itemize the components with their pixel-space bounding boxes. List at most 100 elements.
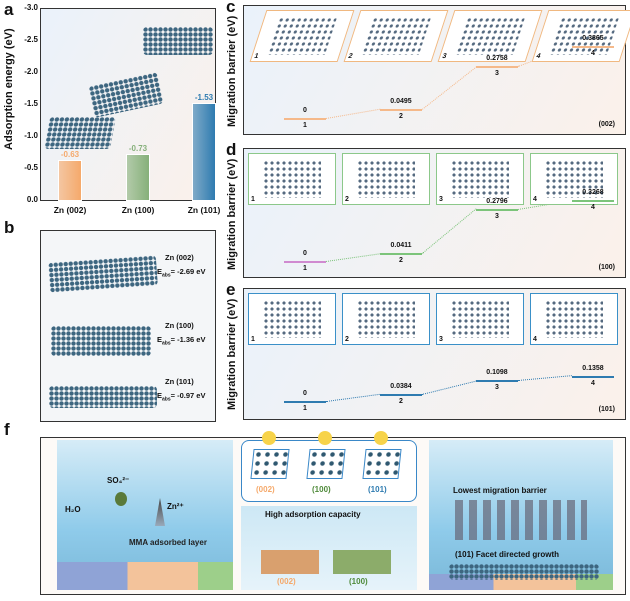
emoji-face-icon bbox=[262, 431, 276, 445]
energy-level-1 bbox=[284, 261, 326, 263]
structure-thumbnail-2: 2 bbox=[342, 293, 430, 345]
zn101-slab-image bbox=[143, 27, 213, 55]
barrier-value: 0.0495 bbox=[390, 97, 412, 105]
mma-layer-label: MMA adsorbed layer bbox=[129, 538, 207, 547]
y-tick-label: 0.0 bbox=[26, 195, 38, 204]
y-tick-label: -0.5 bbox=[24, 163, 38, 172]
facet-label: (002) bbox=[256, 485, 275, 494]
slab-002-image bbox=[48, 255, 158, 293]
state-label: 3 bbox=[495, 70, 499, 78]
structure-thumbnail-1: 1 bbox=[248, 153, 336, 205]
state-index: 2 bbox=[345, 196, 349, 203]
state-index: 1 bbox=[251, 196, 255, 203]
energy-level-4 bbox=[572, 199, 614, 202]
adsorption-energy-text: Eabs= -1.36 eV bbox=[157, 335, 205, 347]
energy-level-4 bbox=[572, 375, 614, 378]
connector-line bbox=[326, 393, 381, 402]
state-index: 3 bbox=[441, 53, 448, 60]
energy-level-3 bbox=[476, 208, 518, 211]
state-index: 3 bbox=[439, 196, 443, 203]
facet-label: (100) bbox=[312, 485, 331, 494]
connector-line bbox=[422, 66, 477, 110]
emoji-face-icon bbox=[318, 431, 332, 445]
bar-value-label: -1.53 bbox=[194, 92, 214, 102]
y-tick-label: -2.5 bbox=[24, 35, 38, 44]
h2o-label: H₂O bbox=[65, 505, 81, 514]
connector-line bbox=[422, 208, 477, 255]
zn-lattice-image bbox=[263, 300, 321, 338]
barrier-value: 0.3268 bbox=[582, 188, 604, 196]
state-label: 3 bbox=[495, 384, 499, 392]
bar-2 bbox=[192, 102, 216, 201]
facet-label: Zn (002) bbox=[165, 253, 194, 262]
state-index: 4 bbox=[533, 336, 537, 343]
bar-value-label: -0.63 bbox=[60, 150, 80, 160]
energy-value: = -1.36 eV bbox=[170, 335, 206, 344]
barrier-value: 0.2758 bbox=[486, 55, 508, 63]
barrier-value: 0.3865 bbox=[582, 34, 604, 42]
panel-label-f: f bbox=[4, 420, 10, 439]
y-axis-label: Migration barrier (eV) bbox=[226, 158, 238, 270]
state-label: 1 bbox=[303, 122, 307, 129]
structure-thumbnail-2: 2 bbox=[342, 153, 430, 205]
barrier-value: 0.1358 bbox=[582, 364, 604, 372]
energy-symbol: E bbox=[157, 267, 163, 276]
state-label: 2 bbox=[399, 112, 403, 120]
energy-level-2 bbox=[380, 253, 422, 256]
slab-002-label: (002) bbox=[277, 577, 296, 586]
structure-thumbnail-4: 4 bbox=[530, 153, 618, 205]
y-tick-label: -2.0 bbox=[24, 67, 38, 76]
zn-substrate bbox=[57, 562, 233, 590]
high-adsorption-label: High adsorption capacity bbox=[265, 510, 361, 519]
structure-thumbnail-3: 3 bbox=[437, 10, 543, 62]
state-index: 4 bbox=[533, 196, 537, 203]
connector-line bbox=[326, 253, 381, 262]
structure-thumbnail-3: 3 bbox=[436, 153, 524, 205]
state-index: 4 bbox=[535, 53, 542, 60]
panel-label-b: b bbox=[4, 218, 15, 237]
energy-subscript: abs bbox=[162, 396, 171, 403]
structure-thumbnail-3: 3 bbox=[436, 293, 524, 345]
adsorption-energy-text: Eabs= -2.69 eV bbox=[157, 267, 205, 279]
state-label: 4 bbox=[591, 203, 595, 211]
adsorption-energy-text: Eabs= -0.97 eV bbox=[157, 391, 205, 403]
lowest-barrier-label: Lowest migration barrier bbox=[453, 486, 547, 495]
state-label: 2 bbox=[399, 257, 403, 265]
structure-thumbnail-1: 1 bbox=[249, 10, 355, 62]
slab-002-block bbox=[261, 550, 319, 574]
zn-ion-label: Zn²⁺ bbox=[167, 502, 184, 511]
barrier-value: 0.0411 bbox=[390, 242, 412, 250]
connector-line bbox=[326, 108, 381, 119]
slab-100-image bbox=[51, 326, 151, 356]
panel-f-box: H₂O SO₄²⁻ Zn²⁺ MMA adsorbed layer (002) (… bbox=[40, 431, 626, 595]
structure-thumbnail-2: 2 bbox=[343, 10, 449, 62]
zn-lattice-image bbox=[451, 300, 509, 338]
zn-lattice-image bbox=[454, 17, 526, 55]
barrier-value: 0.2796 bbox=[486, 197, 508, 205]
barrier-value: 0.0384 bbox=[390, 382, 412, 390]
zn-ion-icon bbox=[155, 498, 165, 526]
zn-ion-array-icon bbox=[455, 500, 587, 540]
energy-value: = -0.97 eV bbox=[170, 391, 206, 400]
emoji-face-icon bbox=[374, 431, 388, 445]
facet-lattice-image bbox=[306, 449, 346, 479]
x-tick-label: Zn (002) bbox=[53, 205, 87, 215]
connector-line bbox=[518, 375, 573, 382]
left-electrolyte-scene: H₂O SO₄²⁻ Zn²⁺ MMA adsorbed layer bbox=[57, 440, 233, 590]
slab-100-label: (100) bbox=[349, 577, 368, 586]
energy-level-1 bbox=[284, 401, 326, 403]
y-tick-label: -1.0 bbox=[24, 131, 38, 140]
facet-label: (100) bbox=[598, 264, 615, 271]
bar-0 bbox=[58, 160, 82, 201]
y-tick-label: -1.5 bbox=[24, 99, 38, 108]
so4-molecule-icon bbox=[115, 492, 127, 506]
energy-level-1 bbox=[284, 118, 326, 120]
panel-label-e: e bbox=[226, 280, 236, 299]
barrier-value: 0 bbox=[303, 250, 307, 257]
y-axis-label: Migration barrier (eV) bbox=[226, 15, 238, 127]
zn-lattice-image bbox=[545, 160, 603, 198]
state-label: 4 bbox=[591, 379, 595, 387]
